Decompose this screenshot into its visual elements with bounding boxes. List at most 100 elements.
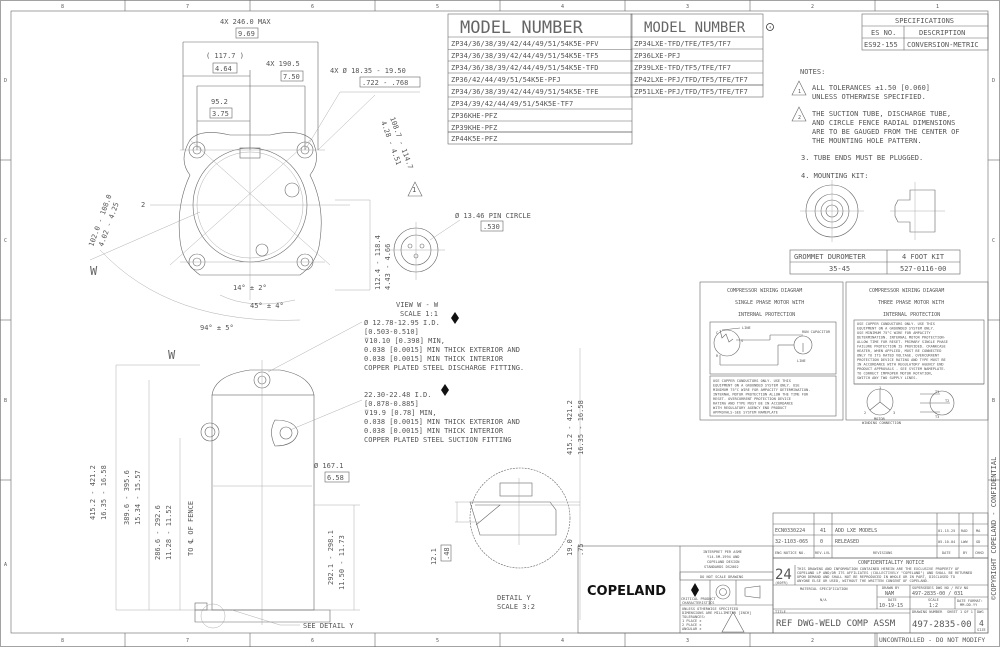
terminal-T2: T2 xyxy=(945,399,949,403)
rev-chkd: MA xyxy=(976,529,981,533)
column-label: 6 xyxy=(311,4,314,10)
model-number: ZP36LXE-PFJ xyxy=(634,52,680,60)
wiring-note-line: PRODUCT APPROVALS - SEE SYSTEM NAMEPLATE… xyxy=(857,367,946,371)
drawing-number-label: DRAWING NUMBER xyxy=(912,610,943,614)
wiring-sub: SINGLE PHASE MOTOR WITH xyxy=(735,300,804,306)
drawn-by-label: DRAWN BY xyxy=(882,586,900,590)
model-number: ZP39LXE-TFD/TF5/TFE/TF7 xyxy=(634,64,731,72)
dim-hole-in: .722 - .768 xyxy=(362,79,408,87)
angle-14: 14° ± 2° xyxy=(233,284,267,292)
dim-190: 4X 190.5 xyxy=(266,60,300,68)
wiring-note-line: USE COPPER CONDUCTORS ONLY. USE THIS xyxy=(857,322,935,326)
wiring-note-line: RESET. OVERCURRENT PROTECTION DEVICE xyxy=(713,397,791,401)
column-label: 4 xyxy=(561,638,564,644)
rev-level: 41 xyxy=(820,528,826,534)
angle-45: 45° ± 4° xyxy=(250,302,284,310)
model-number: ZP36/42/44/49/51/54K5E-PFJ xyxy=(451,76,561,84)
dim-117: ( 117.7 ) xyxy=(206,52,244,60)
view-w-label: VIEW W - W xyxy=(396,301,439,309)
terminal-3: 3 xyxy=(893,411,895,415)
terminal-c: C xyxy=(716,331,718,335)
confidentiality-title: CONFIDENTIALITY NOTICE xyxy=(858,560,924,566)
wiring-line-label: LINE xyxy=(797,359,806,363)
note-flag: 1 xyxy=(798,89,801,95)
critical-diamond-icon xyxy=(691,583,699,597)
column-label: 8 xyxy=(61,4,64,10)
supersedes: 497-2835-00 / 031 xyxy=(912,591,963,597)
model-number: ZP34/36/38/39/42/44/49/51/54K5E-TFE xyxy=(451,88,599,96)
revision-table: ECN0330224 41 ADD LXE MODELS 01-15-25 RA… xyxy=(772,512,989,559)
model-number: ZP34/36/38/39/42/44/49/51/54K5E-TFD xyxy=(451,64,599,72)
scale-label: SCALE xyxy=(928,598,939,602)
model-number: ZP34LXE-TFD/TFE/TF5/TF7 xyxy=(634,40,731,48)
dim-95-in: 3.75 xyxy=(212,110,229,118)
detail-h415: 415.2 - 421.2 xyxy=(566,400,574,455)
size-number: 24 xyxy=(775,567,792,583)
detail-h19: 19.0 xyxy=(566,539,574,556)
model-number: ZP42LXE-PFJ/TFD/TF5/TFE/TF7 xyxy=(634,76,748,84)
discharge-spec-line: [0.503-0.510] xyxy=(364,328,419,336)
note-3: 3. TUBE ENDS MUST BE PLUGGED. xyxy=(801,154,923,162)
dim-117-in: 4.64 xyxy=(215,65,232,73)
wiring-note-line: USE MINIMUM 75°C WIRE FOR AMPACITY xyxy=(857,331,931,335)
wiring-sub: INTERNAL PROTECTION xyxy=(883,312,940,318)
drawing-number: 497-2835-00 xyxy=(912,620,972,630)
dim-112-in: 4.43 - 4.66 xyxy=(384,244,392,290)
notes: NOTES: 1 ALL TOLERANCES ±1.50 [0.060] UN… xyxy=(791,68,960,242)
title-label: TITLE xyxy=(775,610,786,614)
dia-167-in: 6.58 xyxy=(327,474,344,482)
detail-dim: 12.1 xyxy=(430,548,438,565)
wiring-note-line: WITH REGULATORY AGENCY END PRODUCT xyxy=(713,406,787,410)
unless-line: 2 PLACE ± xyxy=(682,623,702,627)
column-label: 2 xyxy=(811,638,814,644)
angle-94: 94° ± 5° xyxy=(200,324,234,332)
mounting-kit-drawing xyxy=(800,180,945,242)
size-sub: SIZE xyxy=(977,628,986,632)
view-marker-w: W xyxy=(168,348,176,362)
detail-h415-in: 16.35 - 16.58 xyxy=(577,400,585,455)
spec-es-no: ES92-155 xyxy=(864,41,898,49)
projection-symbol-icon xyxy=(715,584,761,600)
rev-header: BY xyxy=(963,551,968,555)
unless-line: DIMENSIONS ARE MILLIMETER [INCH] xyxy=(682,611,751,615)
detail-y-scale: SCALE 3:2 xyxy=(497,603,535,611)
material-value: N/A xyxy=(820,598,827,602)
wiring-note-line: IN ACCORDANCE WITH REGULATORY AGENCY END xyxy=(857,363,944,367)
uncontrolled-notice: UNCONTROLLED - DO NOT MODIFY xyxy=(879,637,985,644)
size-label: (60FR) xyxy=(775,581,788,585)
wiring-diagram-single-phase: COMPRESSOR WIRING DIAGRAM SINGLE PHASE M… xyxy=(699,281,844,421)
column-label: 5 xyxy=(436,638,439,644)
kit-value: 527-0116-00 xyxy=(900,265,946,273)
row-label: C xyxy=(992,238,995,244)
motor-label: MOTOR xyxy=(874,417,886,421)
grommet-header: GROMMET DUROMETER xyxy=(794,253,866,261)
drawing-title: REF DWG-WELD COMP ASSM xyxy=(776,619,896,629)
terminal-1: 1 xyxy=(879,386,881,390)
model-number: ZP34/36/38/39/42/44/49/51/54K5E-PFV xyxy=(451,40,599,48)
rev-date: 01-15-25 xyxy=(938,529,955,533)
rev-header: ENG NOTICE NO. xyxy=(775,551,805,555)
dim-overall-width: 4X 246.0 MAX xyxy=(220,18,271,26)
unless-line: ANGULAR ± xyxy=(682,627,702,631)
interpret-line: INTERPRET PER ASME xyxy=(703,550,742,554)
wiring-sub: INTERNAL PROTECTION xyxy=(738,312,795,318)
date-format-label: DATE FORMAT: xyxy=(957,599,983,603)
copyright-notice: ©COPYRIGHT COPELAND - CONFIDENTIAL xyxy=(990,457,998,600)
column-label: 5 xyxy=(436,4,439,10)
specifications-table: SPECIFICATIONS ES NO. DESCRIPTION ES92-1… xyxy=(861,13,989,51)
wiring-note-line: SWITCH ANY TWO SUPPLY LINES. xyxy=(857,376,918,380)
model-number: ZP34/39/42/44/49/51/54K5E-TF7 xyxy=(451,100,573,108)
note-2-line: ARE TO BE GAUGED FROM THE CENTER OF xyxy=(812,128,960,136)
model-table-2-header: MODEL NUMBER xyxy=(644,20,746,36)
discharge-spec-line: COPPER PLATED STEEL DISCHARGE FITTING. xyxy=(364,364,524,372)
wiring-note-line: ONLY TO ITS RATED VOLTAGE. OVERCURRENT xyxy=(857,354,940,358)
wiring-note-line: FAILURE PROTECTION IS PROVIDED. CRANKCAS… xyxy=(857,345,946,349)
wiring-note-line: EQUIPMENT ON A GROUNDED SYSTEM ONLY. xyxy=(857,327,935,331)
date-format: MM-DD-YY xyxy=(960,603,978,607)
discharge-spec-line: 0.038 [0.0015] MIN THICK EXTERIOR AND xyxy=(364,346,520,354)
drawn-by: NAM xyxy=(885,591,894,597)
copeland-logo: COPELAND xyxy=(587,584,666,599)
title-block: COPELAND INTERPRET PER ASME Y14.5M-1994 … xyxy=(577,545,989,634)
dwg-label: DWG xyxy=(977,610,984,614)
wiring-title: COMPRESSOR WIRING DIAGRAM xyxy=(869,288,944,294)
